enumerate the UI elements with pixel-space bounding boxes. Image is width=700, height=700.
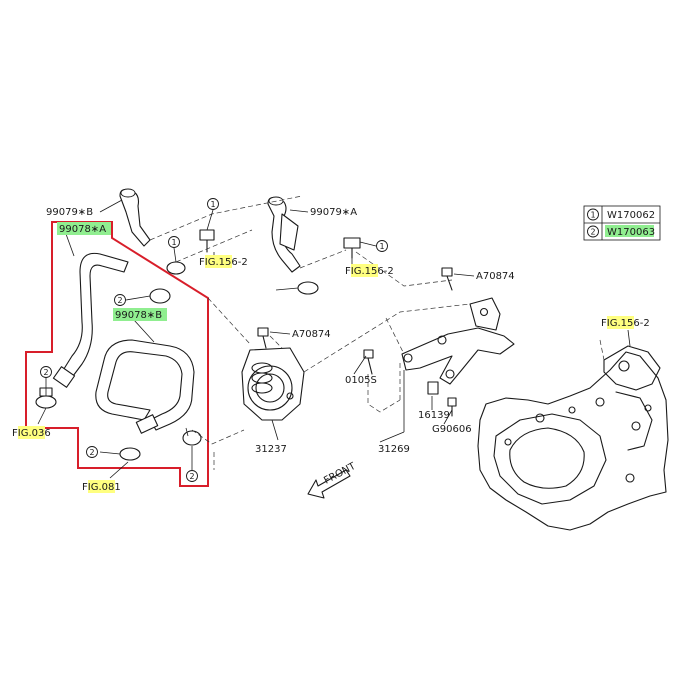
bolt-a70874-mid — [257, 327, 269, 349]
label-99079-a: 99079∗A — [310, 207, 357, 218]
svg-text:1: 1 — [171, 238, 176, 247]
bolt-a70874-top — [441, 267, 453, 291]
label-a70874-top: A70874 — [476, 271, 515, 282]
fig-ref-036-highlight — [18, 426, 45, 439]
label-99078-a: 99078∗A — [59, 224, 106, 235]
clamp-upper-1 — [166, 261, 186, 275]
label-0105s: 0105S — [345, 375, 377, 386]
fig-ref-156-a[interactable]: FIG.156-2 — [199, 255, 248, 268]
svg-text:2: 2 — [189, 472, 194, 481]
svg-text:FIG.156-2: FIG.156-2 — [601, 318, 650, 329]
legend-key-2: 2 — [590, 228, 595, 237]
front-label: FRONT — [322, 460, 358, 486]
label-99079-b: 99079∗B — [46, 207, 93, 218]
hose-99079-b — [119, 188, 151, 247]
hose-99078-b — [95, 339, 195, 434]
svg-text:2: 2 — [89, 448, 94, 457]
front-direction-arrow: FRONT — [307, 460, 358, 499]
hose-99078-a — [52, 252, 129, 388]
callout-2-right: 2 — [186, 470, 198, 482]
legend-key-1-circle — [587, 208, 599, 221]
svg-text:FIG.156-2: FIG.156-2 — [345, 266, 394, 277]
label-16139: 16139 — [418, 410, 450, 421]
label-99078-a-highlight — [57, 222, 111, 235]
callout-1-center: 1 — [376, 240, 388, 252]
fig-ref-081-highlight — [88, 480, 115, 493]
label-g90606: G90606 — [432, 424, 472, 435]
fig-ref-156-c[interactable]: FIG.156-2 — [601, 316, 650, 329]
selected-region-outline — [25, 221, 209, 487]
label-31269: 31269 — [378, 444, 410, 455]
fig-ref-156-a-highlight — [205, 255, 232, 268]
clip-top-center — [343, 237, 361, 259]
legend-key-1: 1 — [590, 211, 595, 220]
legend-code-1: W170062 — [607, 210, 655, 221]
hose-99079-a — [267, 196, 301, 273]
legend-box: 1 W170062 2 W170063 — [583, 205, 661, 241]
transmission-case — [477, 345, 669, 531]
label-99078-b: 99078∗B — [115, 310, 162, 321]
oil-cooler-31237 — [241, 347, 305, 421]
leader-lines — [37, 199, 631, 479]
svg-text:FIG.156-2: FIG.156-2 — [199, 257, 248, 268]
clamp-center-top — [297, 281, 319, 295]
legend-code-2: W170063 — [607, 227, 655, 238]
svg-text:1: 1 — [210, 200, 215, 209]
callout-2-lower: 2 — [86, 446, 98, 458]
fig-ref-156-b-highlight — [351, 264, 378, 277]
svg-text:2: 2 — [43, 368, 48, 377]
clamp-lower-mid — [119, 447, 141, 461]
callout-1-top-left: 1 — [207, 198, 219, 210]
dashed-leaders — [149, 195, 605, 470]
clamp-lower-right — [182, 430, 202, 446]
label-99078-b-highlight — [113, 308, 167, 321]
callout-1-left: 1 — [168, 236, 180, 248]
bolt-g90606 — [447, 397, 457, 417]
clamp-mid-upper — [149, 288, 171, 304]
bracket-31269 — [401, 297, 515, 385]
callout-2-upper: 2 — [114, 294, 126, 306]
fig-ref-036[interactable]: FIG.036 — [12, 426, 51, 439]
legend-key-2-circle — [587, 225, 599, 238]
fig-ref-081[interactable]: FIG.081 — [82, 480, 121, 493]
label-a70874-mid: A70874 — [292, 329, 331, 340]
label-31237: 31237 — [255, 444, 287, 455]
nut-16139 — [427, 381, 439, 395]
svg-text:FIG.081: FIG.081 — [82, 482, 121, 493]
callout-2-left: 2 — [40, 366, 52, 378]
fig-ref-156-b[interactable]: FIG.156-2 — [345, 264, 394, 277]
fig-ref-156-c-highlight — [607, 316, 634, 329]
svg-text:FIG.036: FIG.036 — [12, 428, 51, 439]
bolt-0105s — [363, 349, 374, 375]
legend-code-2-highlight — [605, 225, 654, 237]
svg-text:1: 1 — [379, 242, 384, 251]
svg-text:2: 2 — [117, 296, 122, 305]
